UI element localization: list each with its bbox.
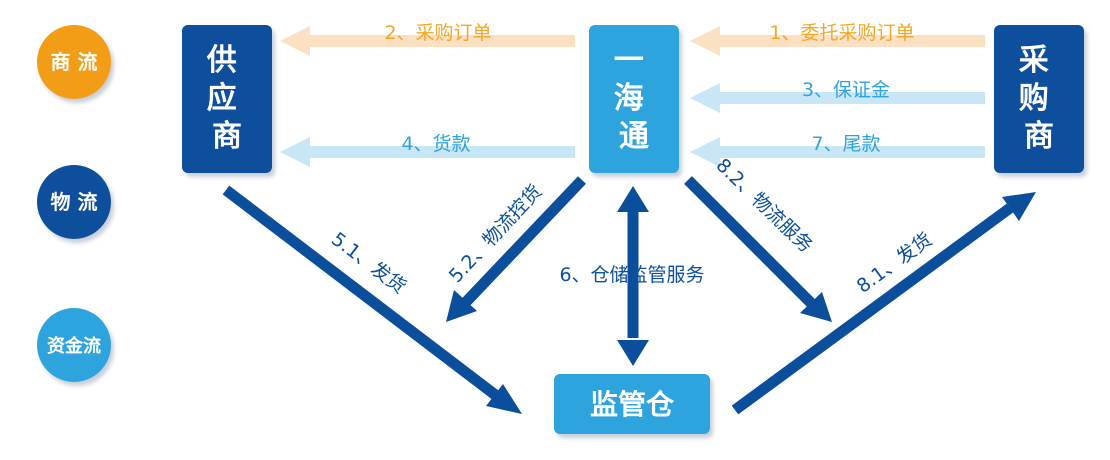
- legend-logistics: 物 流: [37, 165, 111, 239]
- arrow-purchase-order: [280, 26, 575, 56]
- arrow-purchase-entrust: [690, 26, 985, 56]
- node-yihaitong-char-2: 海: [614, 81, 644, 116]
- arrow-final-payment: [690, 137, 985, 167]
- arrow-control-5-2: [446, 176, 586, 322]
- node-warehouse: 监管仓: [554, 374, 710, 434]
- node-yihaitong-char-1: 一: [614, 43, 644, 78]
- arrow-logistics-8-2: [684, 176, 832, 322]
- node-supplier-label: 供 应 商: [206, 43, 247, 154]
- legend-commerce-circle: [37, 25, 111, 99]
- legend-commerce: 商 流: [37, 25, 111, 99]
- legend-fund: 资金流: [37, 308, 111, 382]
- node-yihaitong-label: 一 海 通: [614, 43, 654, 154]
- node-buyer-char-2: 购: [1019, 81, 1049, 116]
- arrow-ship-5-1: [222, 185, 522, 414]
- node-buyer-label: 采 购 商: [1019, 43, 1059, 154]
- legend-fund-circle: [37, 308, 111, 382]
- legend-commerce-label: 商 流: [51, 50, 98, 74]
- node-supplier: 供 应 商: [182, 25, 272, 173]
- node-buyer-char-3: 商: [1024, 119, 1054, 154]
- node-supplier-char-1: 供: [206, 43, 237, 78]
- arrow-ship-8-1: [731, 192, 1036, 415]
- label-ship-5-1: 5.1、发货: [327, 228, 410, 298]
- legend-logistics-circle: [37, 165, 111, 239]
- node-warehouse-label: 监管仓: [590, 388, 675, 421]
- arrow-payment: [280, 137, 575, 167]
- label-payment: 4、货款: [401, 133, 470, 155]
- arrow-deposit: [690, 83, 985, 113]
- arrow-storage-service: [617, 186, 649, 366]
- node-supplier-char-3: 商: [212, 119, 242, 154]
- legend-logistics-label: 物 流: [51, 190, 98, 214]
- legend-fund-label: 资金流: [47, 335, 101, 357]
- label-final-payment: 7、尾款: [811, 133, 880, 155]
- node-buyer-char-1: 采: [1019, 43, 1049, 78]
- label-purchase-entrust: 1、委托采购订单: [769, 22, 914, 44]
- node-yihaitong: 一 海 通: [589, 25, 679, 173]
- label-deposit: 3、保证金: [802, 79, 890, 101]
- node-supplier-char-2: 应: [207, 81, 237, 116]
- node-yihaitong-char-3: 通: [619, 119, 649, 154]
- label-purchase-order: 2、采购订单: [384, 22, 491, 44]
- label-logistics-8-2: 8.2、物流服务: [711, 154, 816, 257]
- label-storage-service: 6、仓储监管服务: [559, 264, 704, 286]
- node-buyer: 采 购 商: [994, 25, 1084, 173]
